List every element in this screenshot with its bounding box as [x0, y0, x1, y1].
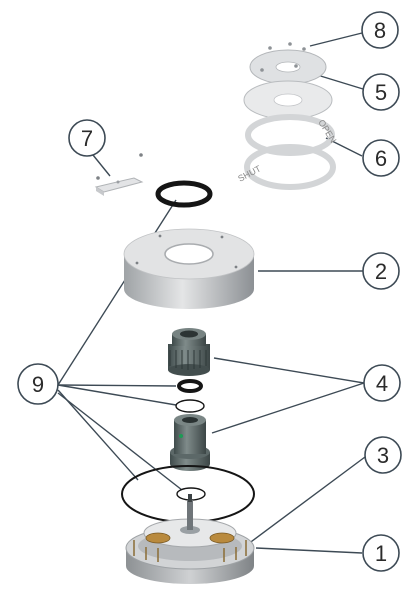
leader-9d: [57, 389, 139, 481]
gear-plate-part-3: [143, 494, 237, 548]
callout-3: 3: [364, 436, 402, 474]
leader-5: [313, 73, 364, 90]
leader-9a: [57, 199, 177, 386]
indicator-plate: [243, 80, 333, 120]
cover-cap-part-2: [123, 228, 255, 309]
svg-text:7: 7: [81, 126, 93, 151]
callout-1: 1: [362, 534, 400, 572]
leader-1: [255, 547, 363, 554]
svg-text:2: 2: [375, 259, 387, 284]
leader-9b: [57, 384, 177, 387]
large-o-ring-top: [155, 180, 213, 208]
callout-8: 8: [361, 11, 399, 49]
svg-text:3: 3: [377, 443, 389, 468]
stem-sleeve-part-4: [170, 414, 210, 471]
callout-7: 7: [68, 119, 106, 157]
leader-4b: [211, 382, 365, 434]
svg-text:5: 5: [375, 80, 387, 105]
svg-text:8: 8: [374, 18, 386, 43]
svg-text:4: 4: [376, 371, 388, 396]
leader-9e: [57, 392, 183, 491]
leader-7: [92, 154, 111, 177]
svg-text:9: 9: [32, 372, 44, 397]
small-o-ring-thin: [175, 399, 205, 413]
callout-5: 5: [362, 73, 400, 111]
leader-lines: [57, 32, 366, 554]
gear-bushing-part-4: [168, 328, 210, 376]
open-shut-rings-part-6: OPEN SHUT: [236, 114, 338, 190]
small-o-ring-black: [177, 379, 203, 393]
svg-text:1: 1: [375, 541, 387, 566]
leader-9c: [57, 384, 177, 406]
callout-4: 4: [363, 364, 401, 402]
top-plate-part-5: [249, 49, 327, 85]
callouts: 8 5 6 7 2 4 9 3: [17, 11, 402, 572]
callout-6: 6: [362, 139, 400, 177]
leader-8: [309, 32, 363, 47]
bracket-part-7: [94, 153, 144, 196]
svg-text:6: 6: [375, 146, 387, 171]
open-label: OPEN: [316, 118, 338, 145]
callout-2: 2: [362, 252, 400, 290]
callout-9: 9: [17, 363, 59, 405]
leader-3: [239, 456, 366, 551]
leader-4a: [213, 357, 365, 384]
